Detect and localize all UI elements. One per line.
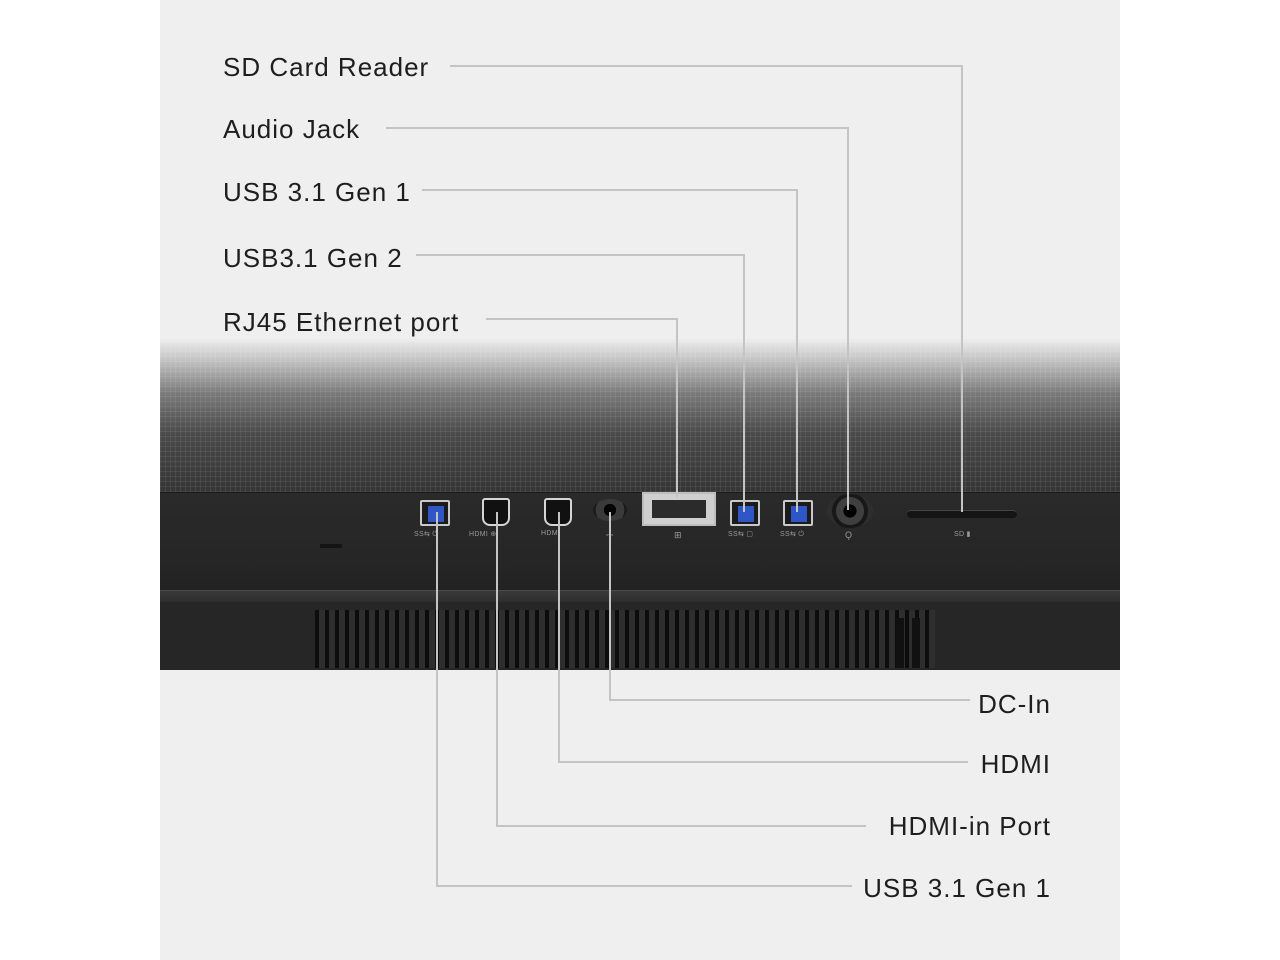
label-hdmi-in-port: HDMI-in Port bbox=[889, 813, 1051, 839]
leader-line-dc-in bbox=[610, 512, 970, 700]
label-usb-3-1-gen1-bottom: USB 3.1 Gen 1 bbox=[863, 875, 1051, 901]
label-rj45-ethernet: RJ45 Ethernet port bbox=[223, 309, 459, 335]
label-dc-in: DC-In bbox=[978, 691, 1051, 717]
leader-line-usb-gen1-top bbox=[422, 190, 797, 512]
label-sd-card-reader: SD Card Reader bbox=[223, 54, 429, 80]
leader-line-hdmi bbox=[559, 512, 968, 762]
label-audio-jack: Audio Jack bbox=[223, 116, 360, 142]
label-usb-3-1-gen1-top: USB 3.1 Gen 1 bbox=[223, 179, 411, 205]
label-hdmi: HDMI bbox=[981, 751, 1051, 777]
leader-line-hdmi-in bbox=[497, 512, 866, 826]
leader-line-rj45 bbox=[486, 319, 677, 497]
leader-line-sd-card-reader bbox=[450, 66, 962, 512]
label-usb-3-1-gen2: USB3.1 Gen 2 bbox=[223, 245, 403, 271]
leader-line-usb-gen2 bbox=[416, 255, 744, 512]
